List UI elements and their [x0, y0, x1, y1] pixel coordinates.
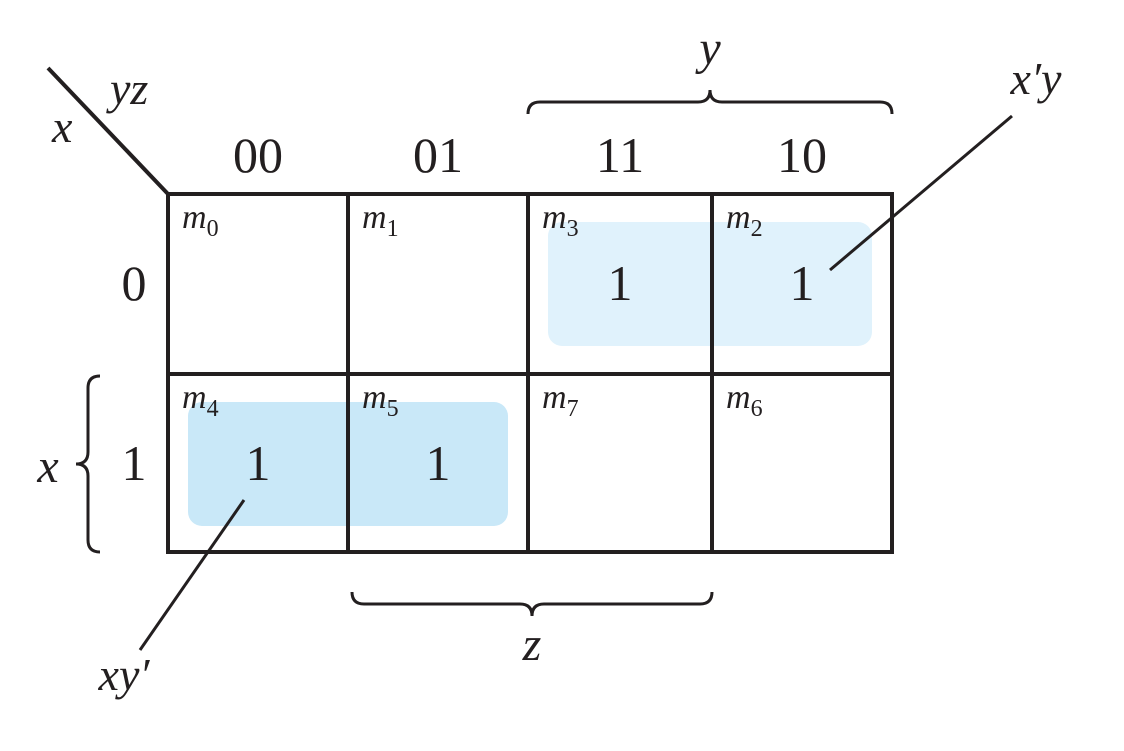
row-header: 0: [122, 255, 147, 311]
z-brace-label: z: [522, 618, 542, 671]
column-header: 11: [596, 127, 644, 183]
minterm-label: m6: [726, 379, 763, 422]
column-headers: 00 01 11 10: [233, 127, 827, 183]
map-grid: [166, 192, 894, 554]
cell-value: 1: [246, 435, 271, 491]
group-callout-line-bottom: [138, 499, 246, 651]
minterm-label: m4: [182, 379, 219, 422]
x-brace: [75, 374, 101, 554]
cell-value: 1: [426, 435, 451, 491]
column-header: 01: [413, 127, 463, 183]
minterm-label: m1: [362, 199, 399, 242]
cell-value: 1: [608, 255, 633, 311]
row-variable-label: x: [51, 101, 73, 152]
corner-diagonal: [46, 66, 170, 196]
group-label-top: x′y: [1010, 53, 1062, 104]
y-brace: [526, 89, 894, 115]
group-callout-line-top: [829, 114, 1013, 272]
minterm-label: m0: [182, 199, 219, 242]
y-brace-label: y: [694, 22, 721, 75]
row-headers: 0 1: [122, 255, 147, 491]
cell-values: 1 1 1 1: [246, 255, 815, 491]
z-brace: [350, 591, 714, 617]
cell-value: 1: [790, 255, 815, 311]
row-header: 1: [122, 435, 147, 491]
column-header: 00: [233, 127, 283, 183]
minterm-labels: m0 m1 m3 m2 m4 m5 m7 m6: [182, 199, 763, 422]
column-header: 10: [777, 127, 827, 183]
minterm-label: m7: [542, 379, 579, 422]
minterm-label: m3: [542, 199, 579, 242]
minterm-label: m5: [362, 379, 399, 422]
group-label-bottom: xy′: [98, 649, 151, 700]
x-brace-label: x: [36, 440, 58, 493]
minterm-label: m2: [726, 199, 763, 242]
column-variables-label: yz: [106, 63, 148, 114]
